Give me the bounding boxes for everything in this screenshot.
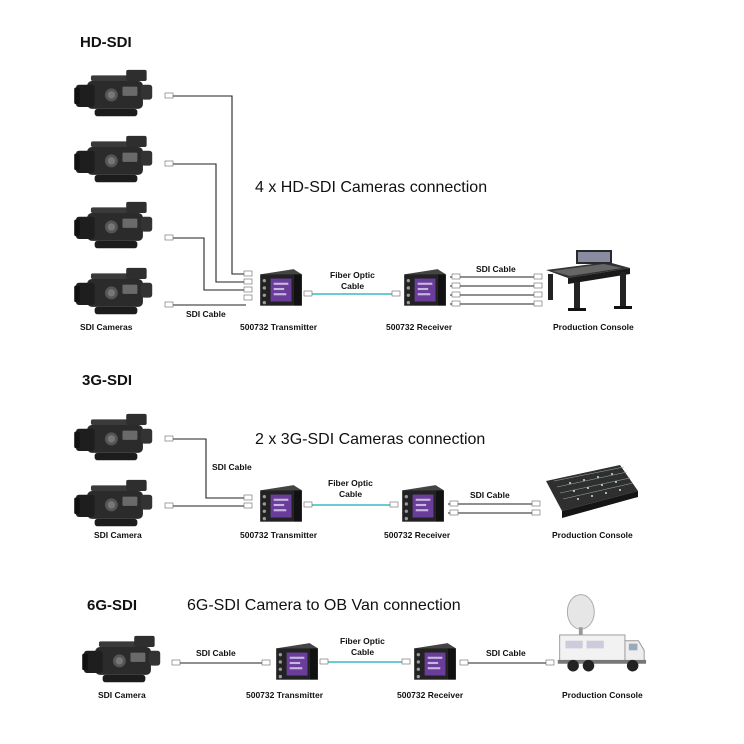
section-title: 6G-SDI bbox=[87, 597, 137, 614]
section-hd-sdi: HD-SDI 4 x HD-SDI Cameras connection bbox=[74, 34, 634, 332]
fiber-label-line1: Fiber Optic bbox=[330, 270, 375, 280]
console-label: Production Console bbox=[552, 530, 633, 540]
receiver-unit-icon bbox=[414, 643, 456, 680]
transmitter-label: 500732 Transmitter bbox=[240, 530, 318, 540]
cameras-label: SDI Camera bbox=[98, 690, 146, 700]
section-caption: 4 x HD-SDI Cameras connection bbox=[255, 179, 487, 196]
fiber-label-line2: Cable bbox=[339, 489, 362, 499]
transmitter-unit-icon bbox=[276, 643, 318, 680]
sdi-cable-label: SDI Cable bbox=[470, 490, 510, 500]
sdi-cable-bundle-left bbox=[164, 92, 253, 308]
transmitter-unit-icon bbox=[260, 269, 302, 306]
receiver-unit-icon bbox=[404, 269, 446, 306]
section-6g-sdi: 6G-SDI 6G-SDI Camera to OB Van connectio… bbox=[82, 594, 647, 700]
receiver-label: 500732 Receiver bbox=[386, 322, 453, 332]
camera-icon bbox=[74, 413, 153, 461]
transmitter-label: 500732 Transmitter bbox=[240, 322, 318, 332]
camera-icon bbox=[74, 479, 153, 527]
sdi-cable-label: SDI Cable bbox=[486, 648, 526, 658]
sdi-cable-left bbox=[171, 659, 271, 666]
transmitter-label: 500732 Transmitter bbox=[246, 690, 324, 700]
camera-icon bbox=[74, 69, 153, 117]
section-caption: 6G-SDI Camera to OB Van connection bbox=[187, 597, 461, 614]
fiber-label-line1: Fiber Optic bbox=[340, 636, 385, 646]
sdi-cable-label: SDI Cable bbox=[196, 648, 236, 658]
sdi-cable-right bbox=[459, 659, 555, 666]
receiver-unit-icon bbox=[402, 485, 444, 522]
ob-van-icon bbox=[557, 594, 647, 672]
production-desk-icon bbox=[546, 250, 632, 311]
sdi-cable-label: SDI Cable bbox=[186, 309, 226, 319]
console-label: Production Console bbox=[553, 322, 634, 332]
section-title: 3G-SDI bbox=[82, 372, 132, 389]
fiber-label-line2: Cable bbox=[351, 647, 374, 657]
sdi-cable-label: SDI Cable bbox=[212, 462, 252, 472]
console-label: Production Console bbox=[562, 690, 643, 700]
receiver-label: 500732 Receiver bbox=[384, 530, 451, 540]
cameras-label: SDI Camera bbox=[94, 530, 142, 540]
receiver-label: 500732 Receiver bbox=[397, 690, 464, 700]
sdi-cable-bundle-left bbox=[164, 435, 253, 509]
camera-icon bbox=[74, 135, 153, 183]
section-3g-sdi: 3G-SDI 2 x 3G-SDI Cameras connection SDI… bbox=[74, 372, 639, 540]
fiber-label-line2: Cable bbox=[341, 281, 364, 291]
section-caption: 2 x 3G-SDI Cameras connection bbox=[255, 431, 485, 448]
sdi-cable-label: SDI Cable bbox=[476, 264, 516, 274]
camera-icon bbox=[74, 267, 153, 315]
camera-icon bbox=[82, 635, 161, 683]
sdi-cable-bundle-right bbox=[448, 500, 541, 516]
mixing-console-icon bbox=[545, 464, 639, 519]
fiber-label-line1: Fiber Optic bbox=[328, 478, 373, 488]
cameras-label: SDI Cameras bbox=[80, 322, 133, 332]
transmitter-unit-icon bbox=[260, 485, 302, 522]
sdi-cable-bundle-right bbox=[450, 273, 543, 307]
section-title: HD-SDI bbox=[80, 34, 132, 51]
camera-icon bbox=[74, 201, 153, 249]
